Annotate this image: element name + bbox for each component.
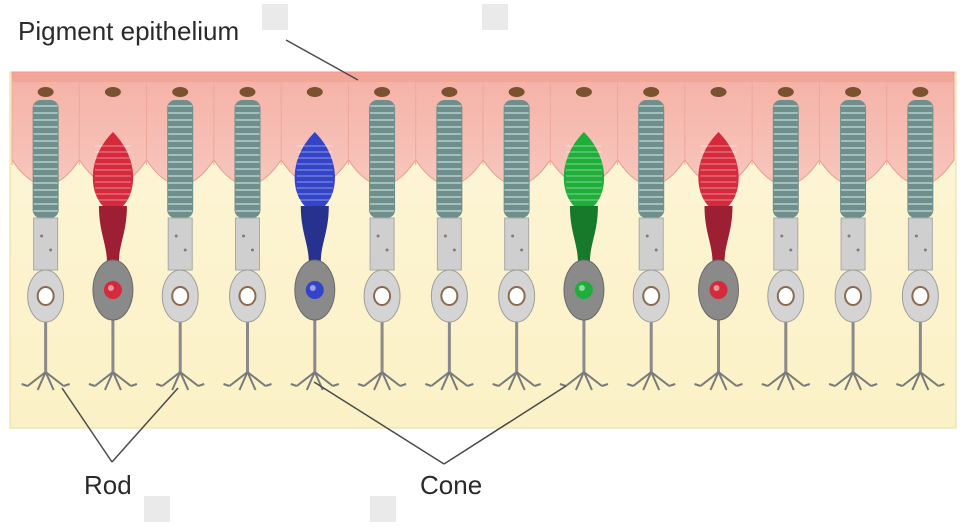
rod-inner-segment xyxy=(236,218,260,270)
organelle xyxy=(915,235,918,238)
pigment-nucleus xyxy=(845,87,861,97)
watermark-mark xyxy=(370,496,396,522)
pigment-epithelium-label: Pigment epithelium xyxy=(18,16,239,47)
organelle xyxy=(520,249,523,252)
organelle xyxy=(453,249,456,252)
rod-inner-segment xyxy=(370,218,394,270)
organelle xyxy=(40,235,43,238)
organelle xyxy=(49,249,52,252)
organelle xyxy=(857,249,860,252)
watermark-mark xyxy=(262,4,288,30)
organelle xyxy=(377,235,380,238)
organelle xyxy=(184,249,187,252)
rod-inner-segment xyxy=(34,218,58,270)
rod-inner-segment xyxy=(505,218,529,270)
pigment-nucleus xyxy=(912,87,928,97)
watermark-mark xyxy=(144,496,170,522)
rod-outer-segment xyxy=(33,100,59,218)
organelle xyxy=(780,235,783,238)
organelle xyxy=(655,249,658,252)
organelle xyxy=(789,249,792,252)
organelle xyxy=(848,235,851,238)
rod-nucleus xyxy=(240,287,256,305)
pigment-nucleus xyxy=(240,87,256,97)
nucleus-highlight xyxy=(108,285,114,291)
rod-outer-segment xyxy=(907,100,933,218)
nucleus-highlight xyxy=(579,285,585,291)
rod-label: Rod xyxy=(84,470,132,501)
pigment-nucleus xyxy=(509,87,525,97)
rod-nucleus xyxy=(845,287,861,305)
rod-inner-segment xyxy=(639,218,663,270)
organelle xyxy=(386,249,389,252)
rod-nucleus xyxy=(509,287,525,305)
rod-outer-segment xyxy=(167,100,193,218)
pigment-nucleus xyxy=(38,87,54,97)
rod-outer-segment xyxy=(235,100,261,218)
rod-nucleus xyxy=(912,287,928,305)
pigment-nucleus xyxy=(576,87,592,97)
organelle xyxy=(646,235,649,238)
rod-outer-segment xyxy=(638,100,664,218)
rod-outer-segment xyxy=(773,100,799,218)
pigment-nucleus xyxy=(374,87,390,97)
rod-inner-segment xyxy=(908,218,932,270)
rod-nucleus xyxy=(374,287,390,305)
rod-nucleus xyxy=(643,287,659,305)
rod-nucleus xyxy=(778,287,794,305)
rod-inner-segment xyxy=(437,218,461,270)
organelle xyxy=(175,235,178,238)
nucleus-highlight xyxy=(714,285,720,291)
rod-nucleus xyxy=(441,287,457,305)
pigment-nucleus xyxy=(172,87,188,97)
rod-inner-segment xyxy=(774,218,798,270)
rod-outer-segment xyxy=(504,100,530,218)
organelle xyxy=(924,249,927,252)
pigment-nucleus xyxy=(307,87,323,97)
organelle xyxy=(444,235,447,238)
rod-inner-segment xyxy=(168,218,192,270)
pigment-nucleus xyxy=(778,87,794,97)
pigment-nucleus xyxy=(711,87,727,97)
watermark-mark xyxy=(482,4,508,30)
cone-label: Cone xyxy=(420,470,482,501)
organelle xyxy=(242,235,245,238)
nucleus-highlight xyxy=(310,285,316,291)
rod-nucleus xyxy=(38,287,54,305)
rod-outer-segment xyxy=(369,100,395,218)
organelle xyxy=(251,249,254,252)
rod-nucleus xyxy=(172,287,188,305)
pigment-nucleus xyxy=(441,87,457,97)
organelle xyxy=(511,235,514,238)
pigment-nucleus xyxy=(105,87,121,97)
rod-outer-segment xyxy=(436,100,462,218)
pigment-nucleus xyxy=(643,87,659,97)
rod-outer-segment xyxy=(840,100,866,218)
rod-inner-segment xyxy=(841,218,865,270)
